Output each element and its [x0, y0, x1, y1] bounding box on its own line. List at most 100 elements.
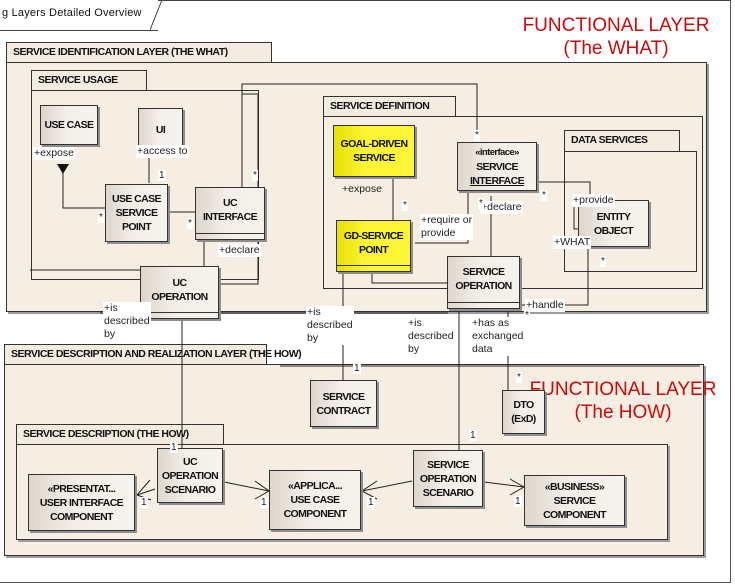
class-line: DTO — [513, 399, 534, 411]
label-line: provide — [421, 227, 456, 239]
class-service-contract[interactable]: SERVICE CONTRACT — [310, 380, 377, 427]
label-line: +is — [307, 306, 321, 318]
label-line: +has as — [472, 317, 510, 329]
package-tab-service-usage[interactable]: SERVICE USAGE — [31, 70, 147, 91]
mult-si-entity-many: * — [541, 190, 547, 201]
class-line: SERVICE — [115, 207, 158, 219]
role-is-described-by-op: +is described by — [407, 317, 455, 356]
class-use-case-name: USE CASE — [44, 119, 94, 131]
label-line: data — [472, 343, 493, 355]
class-uc-operation[interactable]: UC OPERATION — [140, 266, 219, 319]
class-line: COMPONENT — [283, 508, 347, 520]
class-line: (ExD) — [511, 413, 536, 425]
class-line: OPERATION — [151, 290, 208, 303]
package-tab-service-description[interactable]: SERVICE DESCRIPTION (THE HOW) — [16, 424, 224, 445]
class-line: OPERATION — [161, 469, 219, 482]
class-line: ENTITY — [596, 210, 631, 223]
role-is-described-by-uc: +is described by — [103, 302, 151, 341]
role-declare-si: +declare — [480, 201, 523, 214]
label-line: described — [307, 319, 353, 331]
stereotype: «BUSINESS» — [544, 480, 605, 493]
class-line: SERVICE — [476, 160, 518, 173]
label-line: by — [408, 343, 420, 355]
package-tab-service-definition[interactable]: SERVICE DEFINITION — [323, 96, 456, 117]
class-uc-operation-scenario[interactable]: UC OPERATION SCENARIO — [157, 448, 223, 503]
label-line: +is — [408, 317, 422, 329]
mult-so-scenario-1: 1 — [469, 430, 477, 441]
label-line: described — [408, 330, 454, 342]
class-line: POINT — [121, 221, 152, 233]
class-line: CONTRACT — [316, 404, 371, 417]
class-line: COMPONENT — [50, 510, 113, 523]
mult-entity-many: * — [600, 256, 606, 267]
mult-usecase-many: * — [98, 212, 104, 223]
diagram-title-tab: g Layers Detailed Overview — [0, 0, 164, 31]
package-tab-data-services[interactable]: DATA SERVICES — [564, 130, 680, 152]
class-line: UC — [223, 196, 238, 209]
mult-business-1: 1 — [514, 496, 522, 507]
class-dto[interactable]: DTO (ExD) — [502, 390, 545, 434]
role-expose-goal: +expose — [342, 183, 382, 195]
compartment-divider — [448, 302, 519, 303]
class-presentation-component[interactable]: «PRESENTAT... USER INTERFACE COMPONENT — [28, 474, 135, 531]
class-use-case[interactable]: USE CASE — [40, 105, 98, 145]
class-application-component[interactable]: «APPLICA... USE CASE COMPONENT — [269, 470, 361, 530]
mult-dto-many: * — [516, 372, 522, 383]
role-has-as-exchanged-data: +has as exchanged data — [471, 317, 525, 356]
stereotype: «PRESENTAT... — [47, 482, 116, 495]
mult-contract-1: 1 — [353, 363, 361, 374]
class-line: USE CASE — [112, 193, 161, 205]
role-provide: +provide — [572, 194, 615, 207]
class-line: UC — [172, 276, 188, 289]
mult-interface-top-many: * — [252, 170, 258, 181]
class-line: OPERATION — [455, 279, 512, 292]
class-line: GD-SERVICE — [343, 230, 404, 242]
role-what: +WHAT — [553, 236, 592, 249]
functional-layer-how-title: FUNCTIONAL LAYER (The HOW) — [518, 378, 728, 424]
class-line: SCENARIO — [164, 483, 216, 496]
class-gd-service-point[interactable]: GD-SERVICE POINT — [336, 220, 411, 272]
tab-corner — [150, 0, 164, 30]
role-handle: +handle — [525, 299, 565, 312]
role-declare-uc: +declare — [218, 244, 261, 257]
class-line: POINT — [358, 244, 389, 256]
what-title-line1: FUNCTIONAL LAYER — [522, 15, 710, 36]
class-service-operation[interactable]: SERVICE OPERATION — [447, 256, 520, 309]
class-line: SERVICE — [353, 152, 395, 164]
class-line: SCENARIO — [422, 486, 474, 499]
class-ui[interactable]: UI — [138, 108, 183, 152]
how-title-line2: (The HOW) — [574, 402, 672, 423]
class-line: SERVICE — [462, 265, 505, 278]
class-uc-interface[interactable]: UC INTERFACE — [195, 187, 265, 240]
class-ui-name: UI — [155, 124, 166, 136]
role-expose-usecase: +expose — [33, 147, 75, 160]
class-line: INTERFACE — [202, 210, 258, 223]
stereotype: «interface» — [475, 146, 519, 158]
functional-layer-what-title: FUNCTIONAL LAYER (The WHAT) — [508, 14, 724, 60]
mult-si-top-many: * — [474, 130, 480, 141]
class-line: SERVICE — [322, 390, 365, 403]
mult-presentation-1: 1 — [140, 497, 148, 508]
class-service-interface[interactable]: «interface» SERVICE INTERFACE — [457, 142, 537, 191]
mult-gd-many: * — [402, 200, 408, 211]
label-line: by — [104, 328, 116, 340]
class-line: OBJECT — [594, 224, 634, 237]
class-business-component[interactable]: «BUSINESS» SERVICE COMPONENT — [524, 475, 625, 526]
mult-application-right-1: 1 — [367, 497, 375, 508]
class-line: UC — [183, 455, 198, 468]
class-line: OPERATION — [419, 472, 477, 485]
class-line: USE CASE — [290, 494, 340, 506]
package-tab-realization[interactable]: SERVICE DESCRIPTION AND REALIZATION LAYE… — [4, 344, 302, 365]
label-line: +is — [104, 302, 118, 314]
class-line: COMPONENT — [543, 508, 606, 521]
mult-ui-1: 1 — [158, 170, 166, 181]
class-goal-driven-service[interactable]: GOAL-DRIVEN SERVICE — [333, 125, 415, 177]
how-title-line1: FUNCTIONAL LAYER — [529, 379, 717, 400]
class-service-operation-scenario[interactable]: SERVICE OPERATION SCENARIO — [413, 450, 483, 507]
package-tab-identification[interactable]: SERVICE IDENTIFICATION LAYER (THE WHAT) — [6, 42, 272, 63]
class-use-case-service-point[interactable]: USE CASE SERVICE POINT — [105, 184, 168, 242]
class-line: INTERFACE — [469, 174, 525, 187]
label-line: by — [307, 332, 319, 344]
label-line: exchanged — [472, 330, 524, 342]
